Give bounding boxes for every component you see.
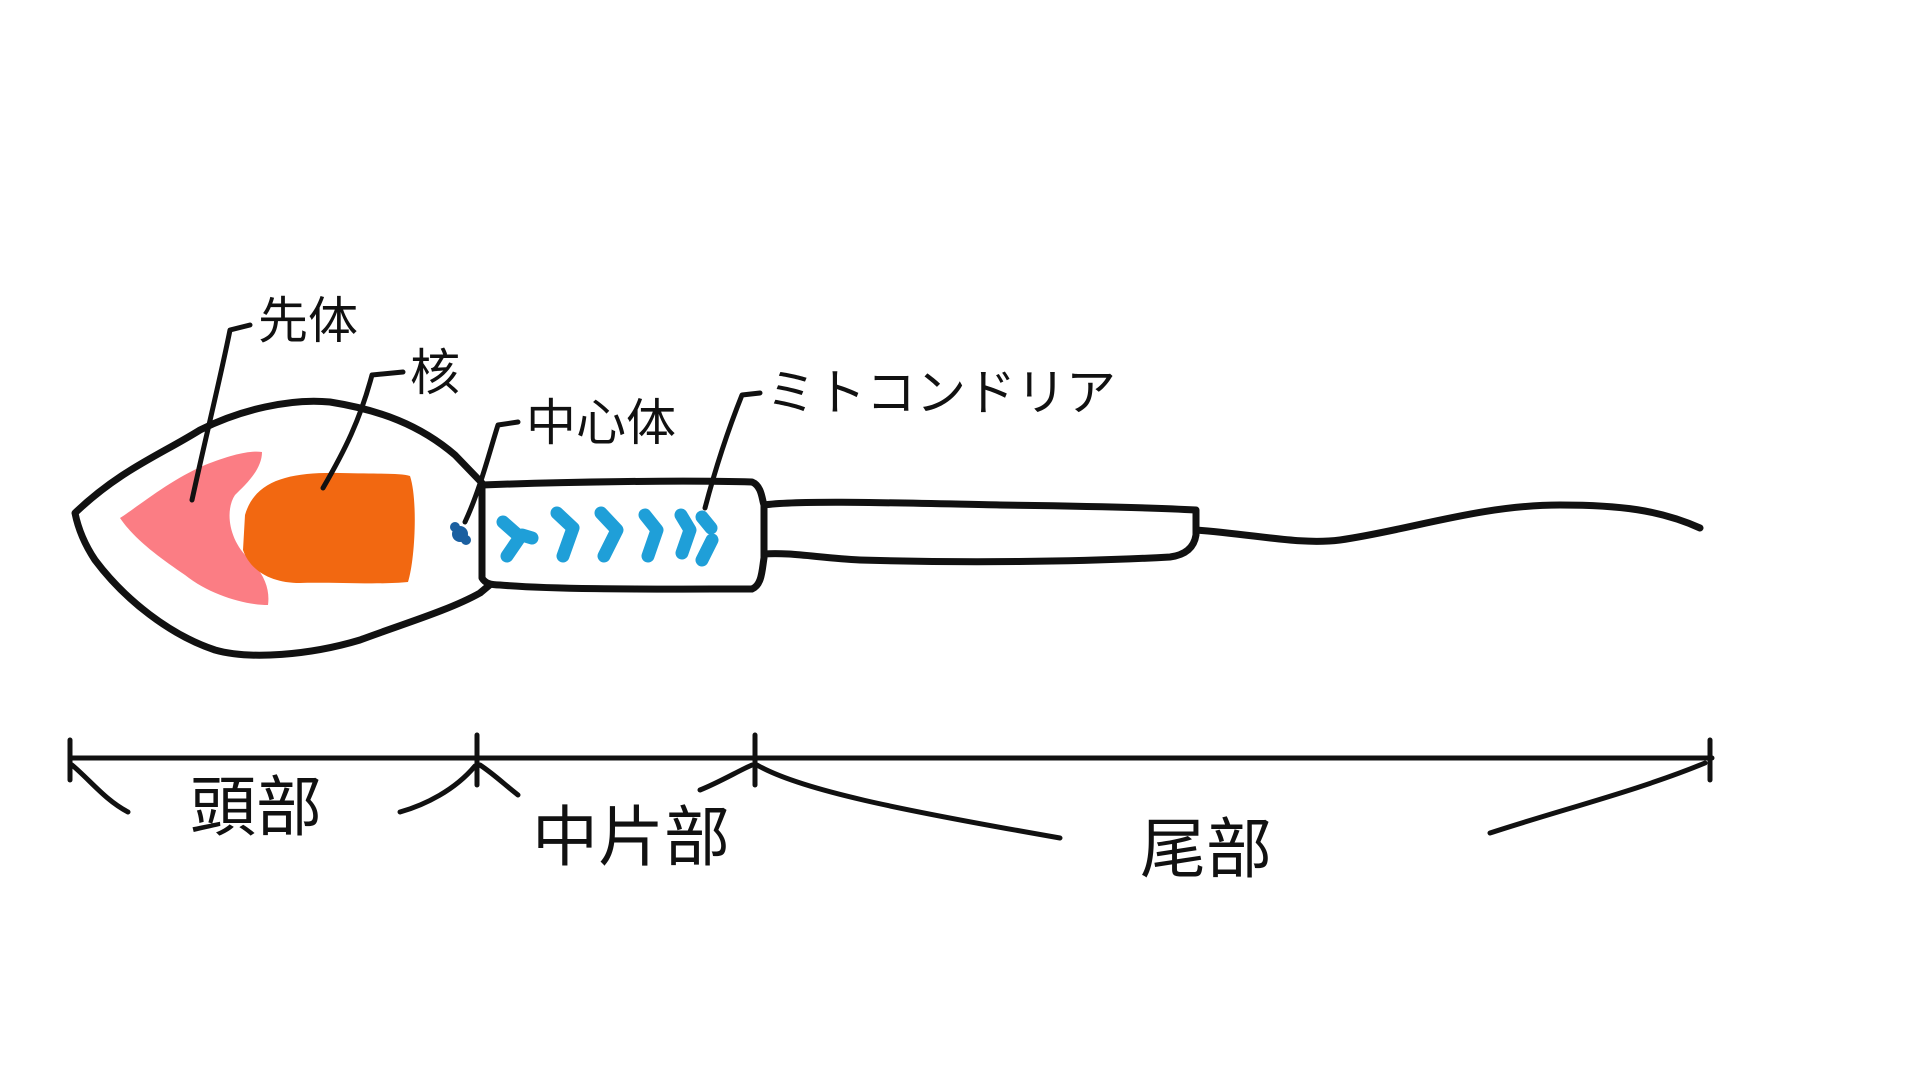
tail-brace-right [1487,760,1708,836]
nucleus [243,472,415,584]
flagellum [1192,501,1704,545]
head-brace-right [397,763,478,815]
mitochondrion [638,508,664,563]
mitochondria [496,506,719,567]
section-label-tail: 尾部 [1140,811,1272,888]
centriole-leader-line [462,419,521,525]
mitochondrion [515,528,539,545]
sperm-cell [71,397,1704,659]
tail-brace-left [754,762,1063,841]
acrosome [120,451,269,605]
nucleus-leader-line [320,369,406,491]
head-brace-left [69,762,131,815]
mitochondrion [594,506,624,563]
centriole-label: 中心体 [526,394,676,452]
midpiece-brace-left [477,762,521,798]
centriole [450,522,471,545]
midpiece-brace-right [697,762,755,793]
mitochondrion [550,506,580,563]
leader-lines [189,322,763,525]
mitochondrion [695,533,719,567]
nucleus-label: 核 [410,344,460,402]
acrosome-label: 先体 [258,292,358,350]
acrosome-leader-line [189,322,253,503]
mitochondrion [695,510,718,535]
section-label-midpiece: 中片部 [532,799,730,876]
mitochondrion [674,508,697,560]
midpiece-outline [478,477,768,593]
mitochondria-leader-line [702,390,763,511]
mitochondria-label: ミトコンドリア [766,364,1116,422]
section-scale [67,732,1715,841]
tail-outline [760,498,1200,566]
section-label-head: 頭部 [190,769,322,846]
